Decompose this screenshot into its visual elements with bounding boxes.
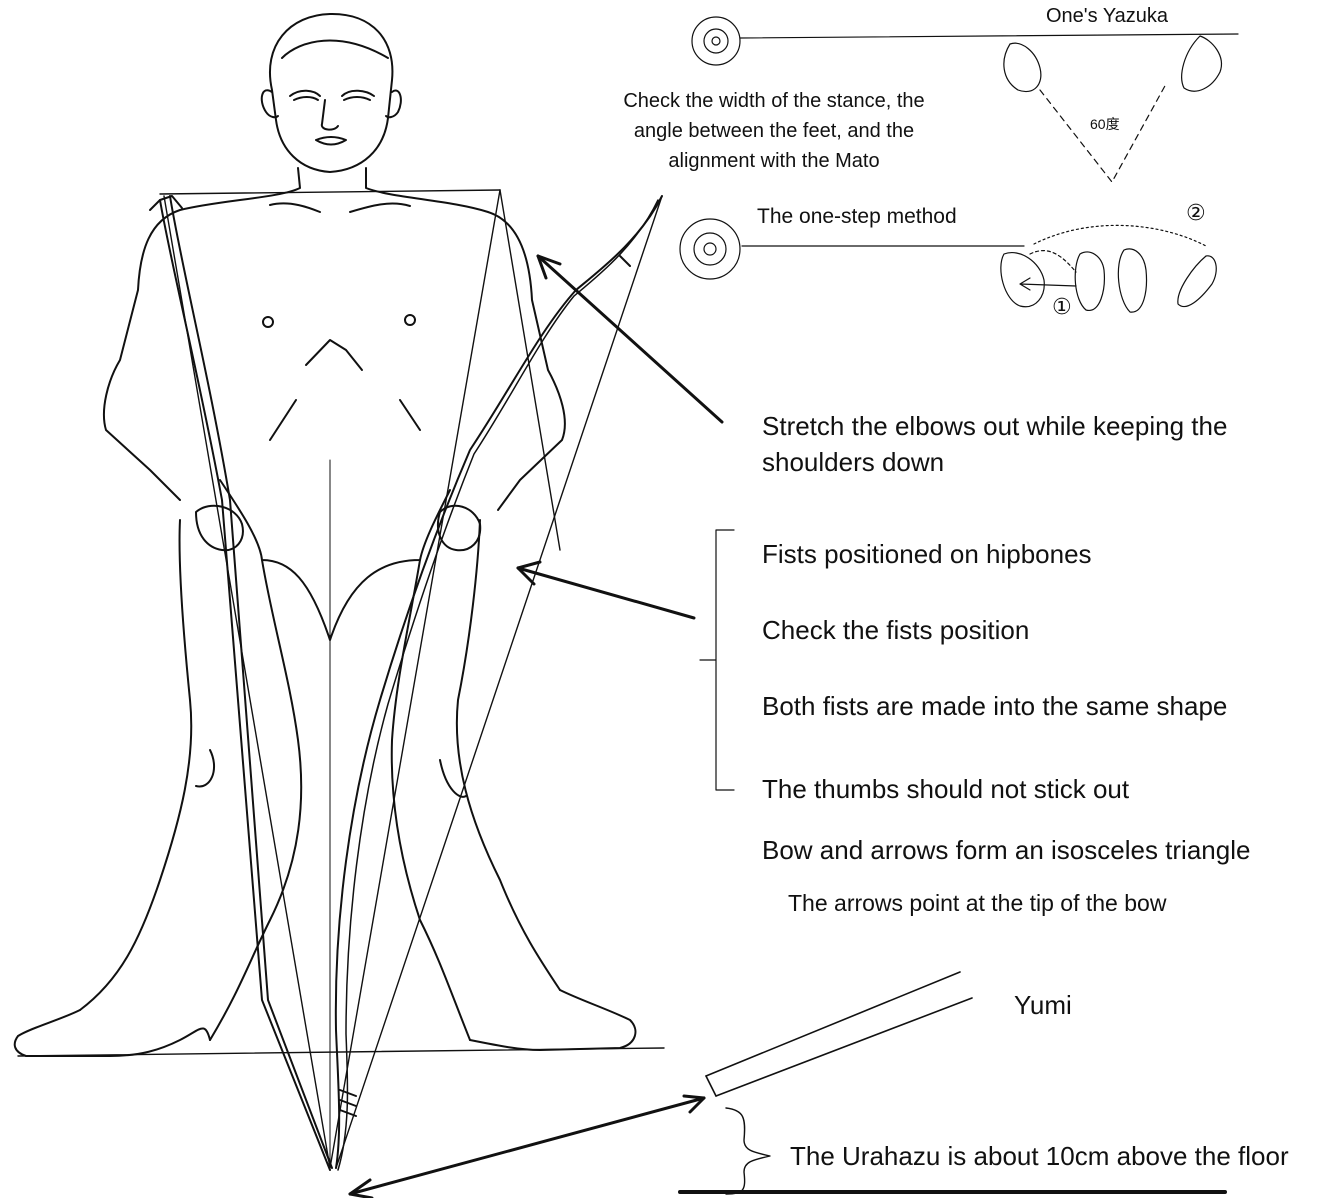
stance-check-line-1: Check the width of the stance, the <box>594 86 954 116</box>
arrows-point-note: The arrows point at the tip of the bow <box>788 888 1166 918</box>
elbows-line-2: shoulders down <box>762 444 1227 480</box>
one-step-diagram <box>680 219 1216 312</box>
step-1-marker: ① <box>1052 294 1072 320</box>
triangle-note: Bow and arrows form an isosceles triangl… <box>762 832 1250 868</box>
fists-check-note: Check the fists position <box>762 612 1029 648</box>
urahazu-note: The Urahazu is about 10cm above the floo… <box>790 1138 1289 1174</box>
left-foot <box>15 1010 210 1056</box>
archer-figure <box>15 14 636 1056</box>
elbows-line-1: Stretch the elbows out while keeping the <box>762 408 1227 444</box>
triangle-guides <box>18 190 664 1168</box>
stance-check-line-3: alignment with the Mato <box>594 146 954 176</box>
fists-hip-note: Fists positioned on hipbones <box>762 536 1092 572</box>
stance-check-line-2: angle between the feet, and the <box>594 116 954 146</box>
yumi-bow <box>336 196 662 1170</box>
left-footprint <box>1004 43 1041 91</box>
archer-head <box>270 14 392 172</box>
fists-shape-note: Both fists are made into the same shape <box>762 688 1227 724</box>
pointer-arrows <box>350 256 722 1198</box>
left-fist <box>196 506 243 550</box>
right-footprint <box>1182 36 1222 91</box>
yumi-label: Yumi <box>1014 987 1072 1023</box>
yazuka-label: One's Yazuka <box>1046 5 1168 28</box>
stance-check-note: Check the width of the stance, the angle… <box>594 86 954 176</box>
thumbs-note: The thumbs should not stick out <box>762 771 1129 807</box>
step-2-marker: ② <box>1186 200 1206 226</box>
fists-bracket <box>700 530 734 790</box>
elbows-note: Stretch the elbows out while keeping the… <box>762 408 1227 480</box>
angle-label: 60度 <box>1090 114 1120 134</box>
one-step-label: The one-step method <box>757 205 957 229</box>
right-foot <box>470 990 635 1050</box>
